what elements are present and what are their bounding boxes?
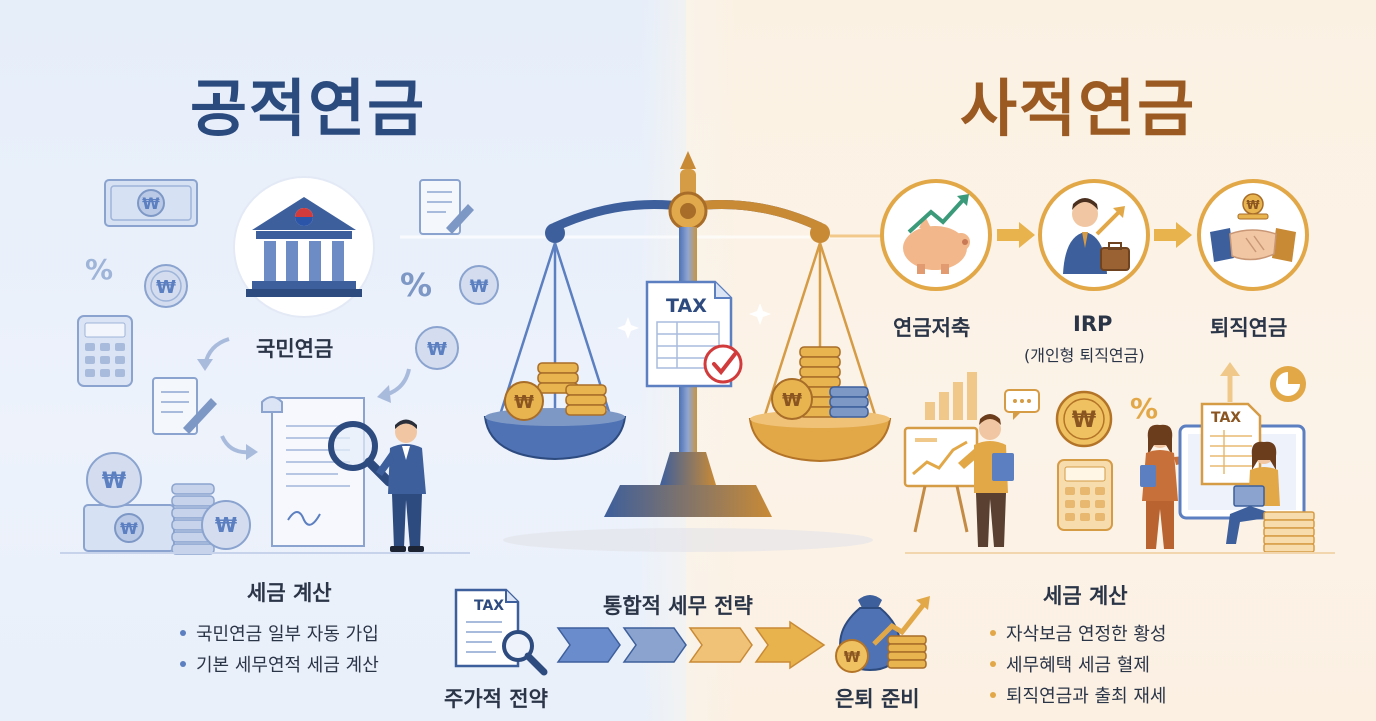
step-label-irp: IRP: [1073, 312, 1113, 336]
svg-text:₩: ₩: [844, 648, 861, 666]
money-bag-growth-icon: ₩: [835, 595, 930, 673]
svg-text:₩: ₩: [1072, 408, 1096, 433]
curved-arrow-icon-2: [377, 368, 411, 403]
handshake-icon: ₩: [1197, 179, 1309, 291]
won-coin-icon-2: ₩: [459, 265, 499, 305]
tax-form-label: TAX: [666, 295, 707, 317]
businessman-figure: [376, 419, 426, 552]
right-bullet-3-text: 퇴직연금과 출최 재세: [1006, 686, 1167, 707]
step-sublabel-irp: (개인형 퇴직연금): [1024, 346, 1145, 365]
svg-text:₩: ₩: [782, 390, 802, 411]
curved-arrow-icon-3: [220, 435, 258, 460]
balance-scale-icon: ₩ ₩: [400, 151, 980, 552]
presenter-man-figure: [958, 414, 1014, 547]
tax-form-icon: [645, 280, 743, 388]
arrow-right-icon-2: [1154, 222, 1192, 248]
government-building-icon: [233, 176, 375, 318]
woman-laptop-figure: [1226, 441, 1315, 553]
left-bullet-1-text: 국민연금 일부 자동 가입: [196, 624, 379, 645]
irp-businessman-icon: [1038, 179, 1150, 291]
right-bullet-2: 세무혜택 세금 혈제: [990, 651, 1150, 677]
svg-text:%: %: [1130, 392, 1158, 425]
percent-icon-3: %: [1130, 392, 1158, 425]
svg-text:₩: ₩: [156, 277, 176, 298]
coin-stack-icon: ₩ ₩ ₩: [83, 452, 251, 555]
left-bullet-2: 기본 세무연적 세금 계산: [180, 651, 379, 677]
cash-bill-icon: ₩: [104, 179, 198, 227]
piggy-bank-icon: [880, 179, 992, 291]
form-document-icon: [419, 179, 474, 235]
step-connector-line: [830, 234, 885, 238]
left-bullet-2-text: 기본 세무연적 세금 계산: [196, 655, 379, 676]
bar-chart-icon: [925, 372, 977, 420]
calculator-icon: [77, 315, 133, 387]
integrated-strategy-title: 통합적 세무 전략: [603, 594, 753, 618]
right-bullet-1: 자삭보금 연정한 황성: [990, 620, 1166, 646]
national-pension-label: 국민연금: [256, 337, 334, 361]
step-label-retirement-pension: 퇴직연금: [1210, 316, 1288, 340]
public-pension-title: 공적연금: [190, 72, 427, 145]
curved-arrow-icon: [197, 337, 230, 371]
svg-text:₩: ₩: [514, 392, 534, 413]
whiteboard-presentation-icon: [903, 426, 979, 533]
won-coin-icon-3: ₩: [415, 326, 459, 370]
private-pension-title: 사적연금: [960, 72, 1197, 145]
svg-text:₩: ₩: [427, 339, 447, 360]
retirement-prep-label: 은퇴 준비: [835, 687, 920, 711]
svg-text:₩: ₩: [102, 469, 126, 494]
tax-monitor-label: TAX: [1211, 410, 1242, 426]
magnifier-icon: [328, 421, 394, 487]
arrow-right-icon-1: [997, 222, 1035, 248]
svg-text:%: %: [400, 266, 432, 304]
right-bullet-1-text: 자삭보금 연정한 황성: [1006, 624, 1167, 645]
svg-text:₩: ₩: [215, 513, 237, 537]
svg-text:₩: ₩: [470, 277, 489, 297]
document-pen-icon: [152, 377, 217, 435]
step-label-pension-savings: 연금저축: [893, 316, 971, 340]
svg-text:₩: ₩: [120, 519, 138, 538]
calculator-icon-2: [1057, 459, 1113, 531]
percent-icon-2: %: [400, 266, 432, 304]
start-strategy-label: 주가적 전약: [444, 687, 548, 711]
tax-document-magnifier-icon: [454, 588, 548, 676]
progress-chevrons: [556, 620, 826, 670]
svg-text:₩: ₩: [142, 194, 160, 213]
left-tax-calc-title: 세금 계산: [247, 581, 332, 605]
left-bullet-1: 국민연금 일부 자동 가입: [180, 620, 379, 646]
right-ground-line: [905, 552, 1335, 554]
left-ground-line: [60, 552, 470, 554]
percent-icon: %: [85, 253, 113, 286]
won-coin-icon: ₩: [144, 264, 188, 308]
doc-tax-label: TAX: [474, 598, 505, 614]
right-bullet-3: 퇴직연금과 출최 재세: [990, 682, 1166, 708]
right-bullet-2-text: 세무혜택 세금 혈제: [1006, 655, 1150, 676]
svg-text:%: %: [85, 253, 113, 286]
right-tax-calc-title: 세금 계산: [1043, 584, 1128, 608]
chat-bubble-icon: [1004, 389, 1040, 420]
won-coin-icon-4: ₩: [1055, 390, 1113, 448]
svg-text:₩: ₩: [1246, 198, 1260, 212]
